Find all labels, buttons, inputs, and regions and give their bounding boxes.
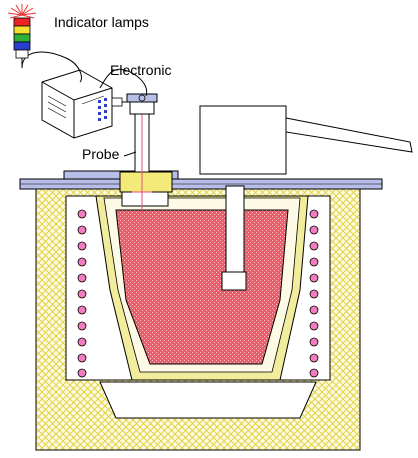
probe-leader (123, 151, 137, 157)
electronic-label: Electronic (110, 62, 171, 78)
induction-coil-right (309, 209, 319, 378)
probe-assembly (119, 93, 173, 210)
electronic-unit-icon (41, 69, 130, 139)
indicator-lamps-label: Indicator lamps (54, 14, 149, 30)
tilt-mechanism (199, 105, 413, 291)
probe-label: Probe (82, 146, 120, 162)
molten-metal (115, 209, 289, 365)
signal-tower-icon (7, 4, 37, 68)
induction-coil-left (77, 209, 87, 378)
